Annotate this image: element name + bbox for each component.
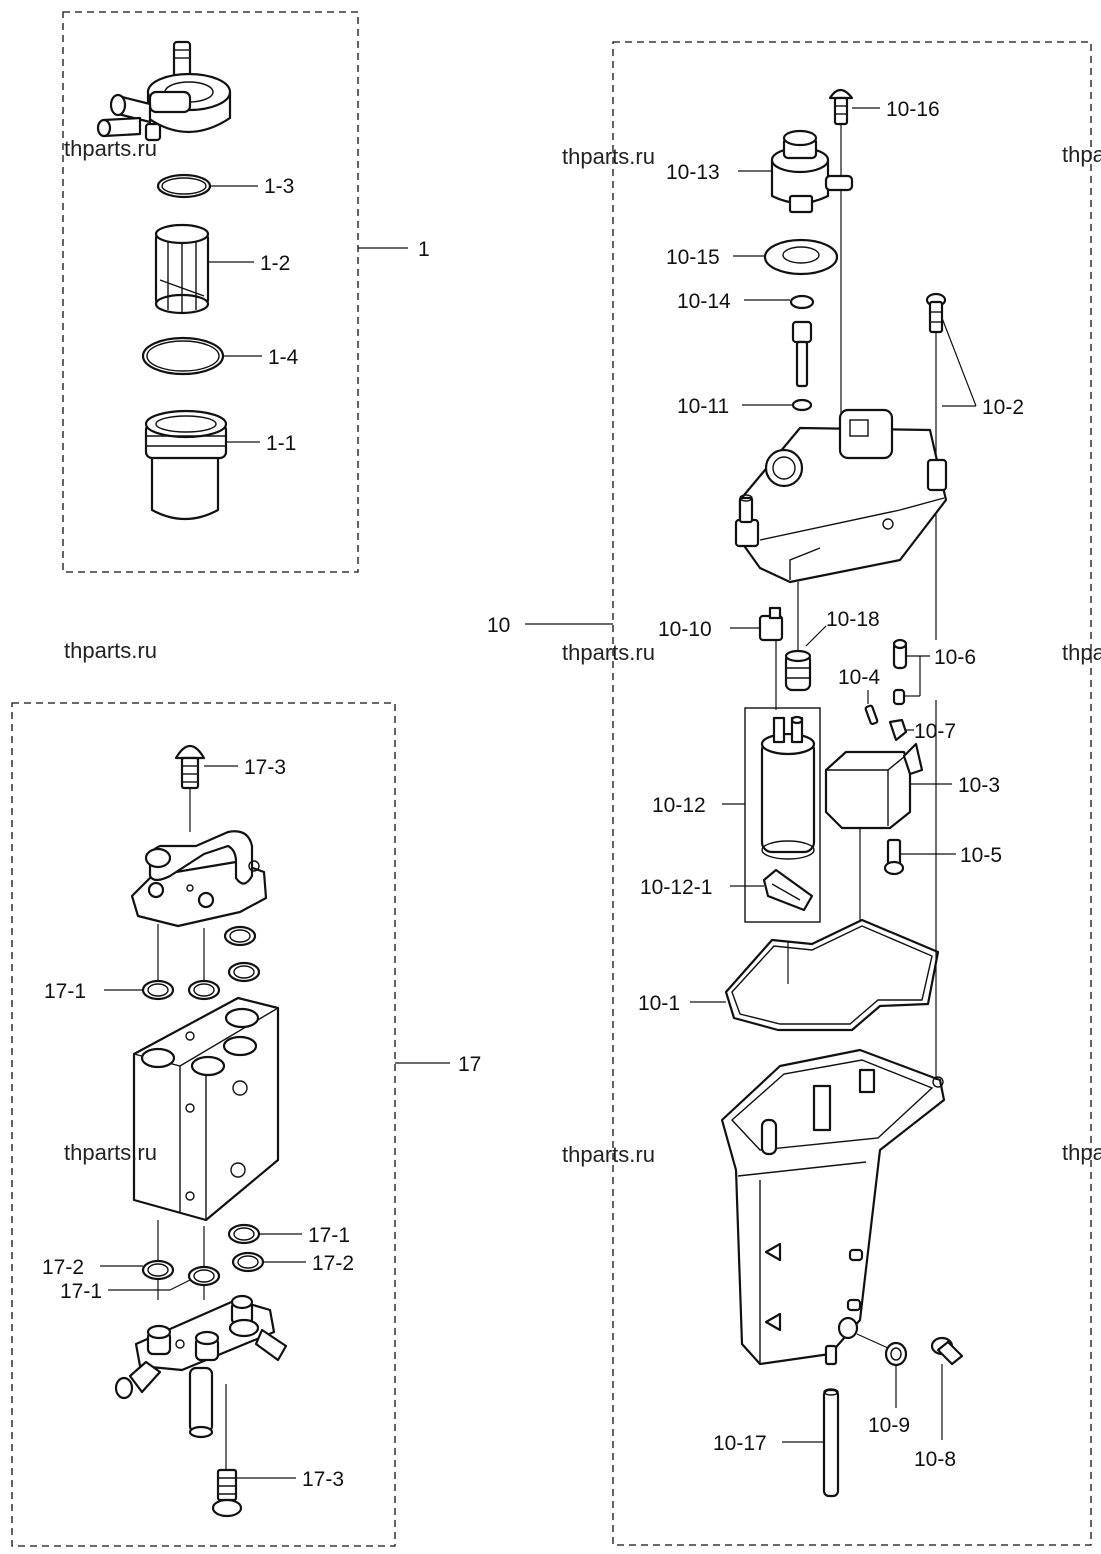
pressure-regulator-10-13 xyxy=(770,129,854,214)
damper-10-18 xyxy=(784,649,812,692)
filter-head xyxy=(96,40,232,142)
o-ring-1-4 xyxy=(141,336,225,376)
group-box-1 xyxy=(62,11,359,573)
o-ring-1-3 xyxy=(156,173,212,199)
callout-10-14: 10-14 xyxy=(677,290,731,313)
group-box-17 xyxy=(11,702,396,1547)
grommet-10-15 xyxy=(763,238,839,276)
group-label-10: 10 xyxy=(487,614,510,637)
watermark: thparts.ru xyxy=(562,1142,655,1167)
screw-10-6 xyxy=(892,638,908,706)
pump-box xyxy=(744,707,821,923)
callout-1-2: 1-2 xyxy=(260,252,290,275)
callout-10-2: 10-2 xyxy=(982,396,1024,419)
o-ring-17-1-lower xyxy=(187,1223,261,1287)
callout-10-12-1: 10-12-1 xyxy=(640,876,712,899)
callout-10-17: 10-17 xyxy=(713,1432,767,1455)
watermark: thparts.ru xyxy=(64,1140,157,1165)
callout-10-3: 10-3 xyxy=(958,774,1000,797)
callout-10-1: 10-1 xyxy=(638,992,680,1015)
screw-10-16 xyxy=(828,88,854,126)
pin-10-4 xyxy=(864,704,879,726)
cooler-block xyxy=(132,996,280,1222)
callout-10-8: 10-8 xyxy=(914,1448,956,1471)
callout-17-3-top: 17-3 xyxy=(244,756,286,779)
screw-17-3-bottom xyxy=(211,1468,243,1518)
o-ring-17-1-upper xyxy=(141,925,261,1001)
callout-10-6: 10-6 xyxy=(934,646,976,669)
watermark: thparts.ru xyxy=(64,638,157,663)
group-label-1: 1 xyxy=(418,238,430,261)
callout-17-2-left: 17-2 xyxy=(42,1256,84,1279)
screw-10-5 xyxy=(883,838,905,876)
drain-plug-10-8 xyxy=(930,1336,964,1366)
nozzle xyxy=(791,320,813,388)
screw-17-3-top xyxy=(174,744,206,790)
callout-10-15: 10-15 xyxy=(666,246,720,269)
callout-17-1-upper: 17-1 xyxy=(44,980,86,1003)
o-ring-10-11 xyxy=(791,398,813,412)
fuel-pump-10-12 xyxy=(760,715,816,860)
callout-10-18: 10-18 xyxy=(826,608,880,631)
watermark: thparts.ru xyxy=(1062,142,1101,167)
callout-10-10: 10-10 xyxy=(658,618,712,641)
o-ring-17-2 xyxy=(141,1251,265,1281)
washer-10-9 xyxy=(884,1341,908,1367)
filter-element-1-2 xyxy=(154,223,210,315)
clip-10-7 xyxy=(888,718,908,742)
callout-1-1: 1-1 xyxy=(266,432,296,455)
callout-17-1-right: 17-1 xyxy=(308,1224,350,1247)
cooler-top-cover xyxy=(130,830,268,928)
callout-17-1-left: 17-1 xyxy=(60,1280,102,1303)
watermark: thparts.ru xyxy=(562,640,655,665)
callout-1-4: 1-4 xyxy=(268,346,299,369)
group-box-10 xyxy=(612,41,1092,1546)
cooler-bottom-cover xyxy=(114,1294,288,1439)
separator-cover xyxy=(734,408,948,584)
connector-10-10 xyxy=(758,606,784,642)
callout-17-3-bottom: 17-3 xyxy=(302,1468,344,1491)
group-label-17: 17 xyxy=(458,1053,481,1076)
screw-10-2 xyxy=(925,292,947,334)
filter-10-12-1 xyxy=(762,868,814,912)
watermark: thparts.ru xyxy=(1062,640,1101,665)
watermark: thparts.ru xyxy=(1062,1140,1101,1165)
filter-cup-1-1 xyxy=(144,409,228,520)
callout-10-13: 10-13 xyxy=(666,161,720,184)
callout-10-12: 10-12 xyxy=(652,794,706,817)
hose-10-17 xyxy=(822,1388,840,1498)
callout-10-16: 10-16 xyxy=(886,98,940,121)
callout-17-2-right: 17-2 xyxy=(312,1252,354,1275)
callout-10-7: 10-7 xyxy=(914,720,956,743)
watermark: thparts.ru xyxy=(64,136,157,161)
o-ring-10-14 xyxy=(789,294,815,310)
callout-10-5: 10-5 xyxy=(960,844,1002,867)
gasket-10-1 xyxy=(724,918,940,1032)
callout-10-11: 10-11 xyxy=(677,395,729,418)
separator-body xyxy=(720,1048,946,1366)
callout-1-3: 1-3 xyxy=(264,175,294,198)
watermark: thparts.ru xyxy=(562,144,655,169)
callout-10-4: 10-4 xyxy=(838,666,880,689)
callout-10-9: 10-9 xyxy=(868,1414,910,1437)
float-10-3 xyxy=(824,742,924,830)
